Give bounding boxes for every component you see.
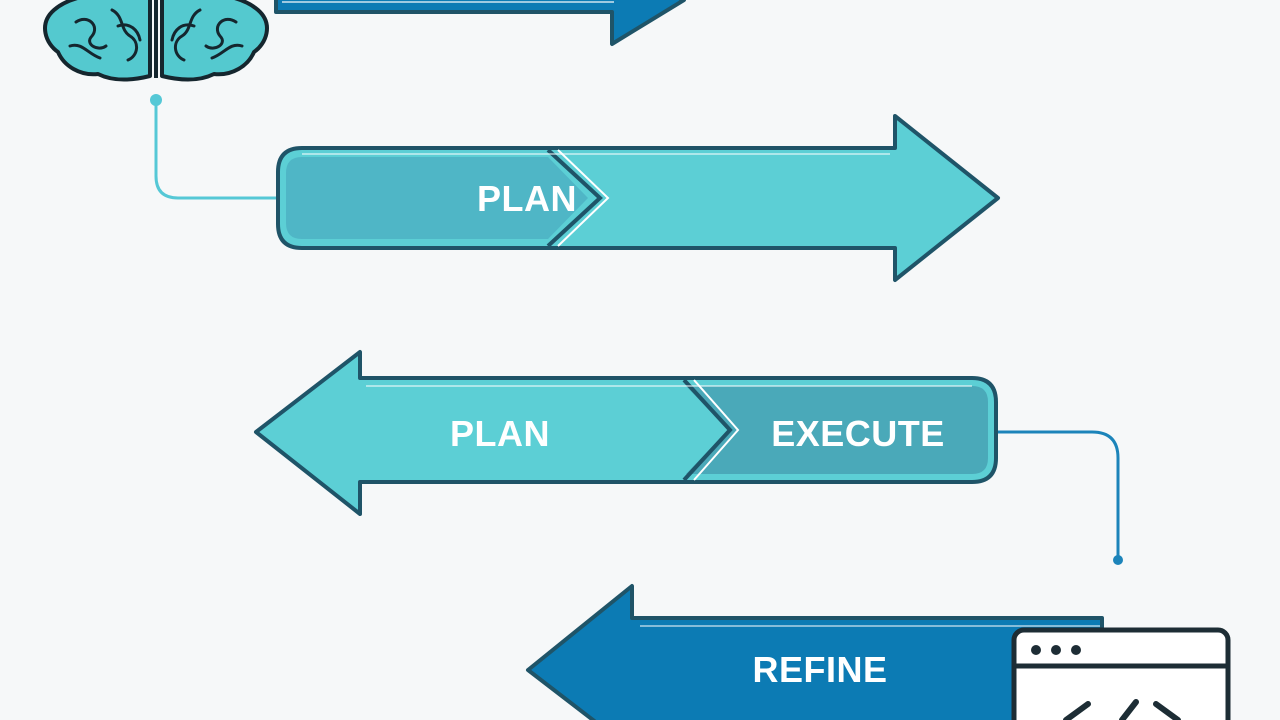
brain-icon [43, 0, 269, 82]
plan-execute-arrow: PLAN EXECUTE [254, 350, 998, 516]
plan-execute-arrow-execute-label: EXECUTE [771, 413, 945, 454]
plan-arrow: PLAN [276, 114, 1000, 282]
connector-execute-to-window [998, 430, 1123, 565]
top-partial-arrow [274, 0, 686, 46]
code-window-icon [1011, 627, 1231, 720]
plan-arrow-label: PLAN [477, 178, 577, 219]
plan-execute-arrow-plan-label: PLAN [450, 413, 550, 454]
refine-arrow-label: REFINE [752, 649, 887, 690]
connector-brain-to-plan [150, 94, 282, 200]
